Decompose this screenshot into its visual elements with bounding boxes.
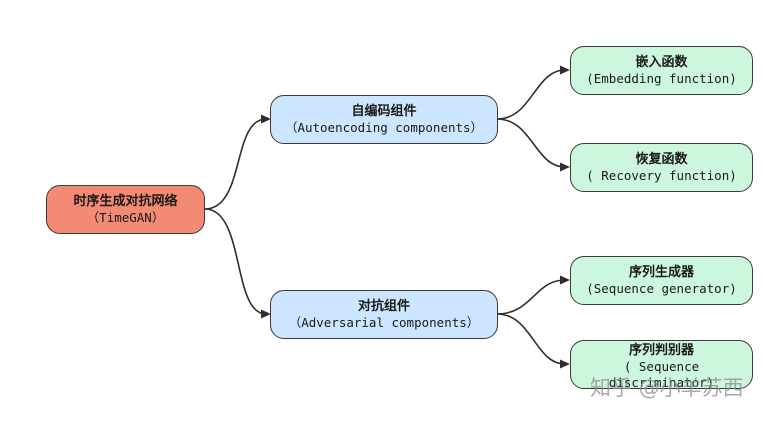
leaf-subtitle: ( Sequence (623, 359, 700, 374)
leaf-title: 嵌入函数 (635, 55, 688, 70)
edge-adversarial-discriminator (496, 313, 566, 365)
branch-title: 对抗组件 (357, 299, 410, 314)
leaf-subtitle-line2: discriminator) (608, 375, 715, 390)
branch-node-autoencoding: 自编码组件 （Autoencoding components） (270, 95, 498, 144)
branch-title: 自编码组件 (351, 104, 417, 119)
leaf-title: 序列判别器 (628, 343, 694, 358)
edge-root-adversarial (204, 208, 267, 315)
arrowhead (261, 114, 271, 124)
leaf-title: 序列生成器 (628, 265, 694, 280)
branch-subtitle: （Autoencoding components） (284, 120, 484, 135)
edge-root-autoencoding (204, 118, 267, 210)
leaf-node-recovery: 恢复函数 ( Recovery function) (570, 143, 753, 192)
leaf-title: 恢复函数 (635, 152, 688, 167)
arrowhead (560, 162, 570, 172)
edge-autoencoding-recovery (496, 118, 566, 168)
arrowhead (261, 309, 271, 319)
leaf-node-generator: 序列生成器 (Sequence generator) (570, 256, 753, 305)
arrowhead (560, 65, 570, 75)
branch-subtitle: （Adversarial components） (288, 315, 480, 330)
watermark-text: 知乎 @小羊苏西 (590, 376, 744, 400)
leaf-node-embedding: 嵌入函数 (Embedding function) (570, 46, 753, 95)
leaf-subtitle: (Sequence generator) (586, 281, 737, 296)
branch-node-adversarial: 对抗组件 （Adversarial components） (270, 290, 498, 339)
edge-autoencoding-embedding (496, 69, 566, 120)
root-node-timegan: 时序生成对抗网络 （TimeGAN） (46, 185, 205, 234)
leaf-subtitle: (Embedding function) (586, 71, 737, 86)
leaf-subtitle: ( Recovery function) (586, 168, 737, 183)
arrowhead (560, 275, 570, 285)
leaf-node-discriminator: 序列判别器 ( Sequence discriminator) (570, 340, 753, 390)
root-subtitle: （TimeGAN） (86, 210, 165, 225)
arrowhead (560, 359, 570, 369)
edge-adversarial-generator (496, 279, 566, 315)
root-title: 时序生成对抗网络 (73, 194, 178, 209)
